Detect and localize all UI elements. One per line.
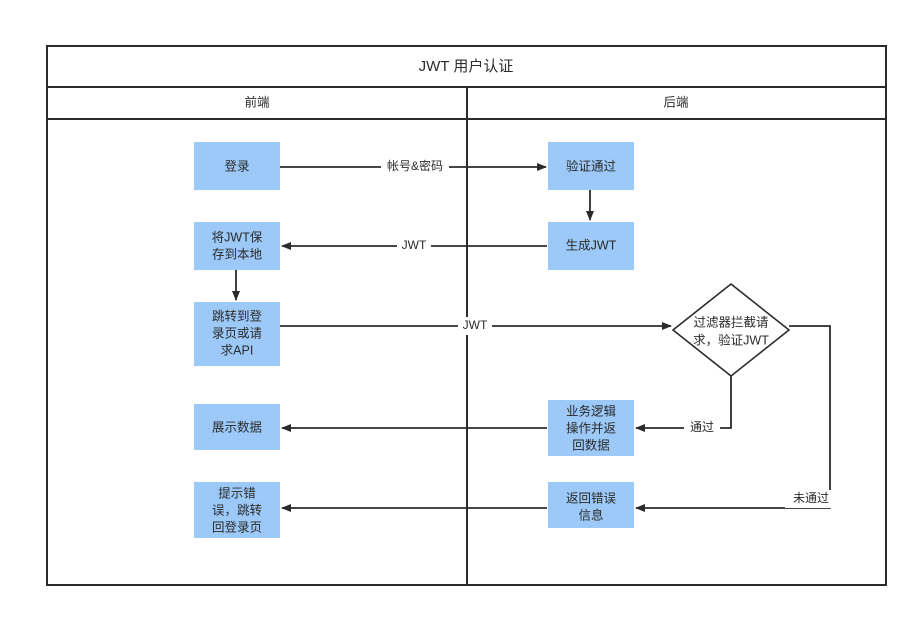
edge-label-jwt-request: JWT bbox=[463, 318, 488, 332]
edge-label-pass: 通过 bbox=[690, 420, 714, 434]
node-save-jwt[interactable]: 将JWT保 存到本地 bbox=[194, 222, 280, 270]
node-return-error-label-line2: 信息 bbox=[578, 507, 603, 522]
edge-label-jwt-return: JWT bbox=[402, 238, 427, 252]
node-goto-page-label-line1: 跳转到登 bbox=[212, 308, 263, 323]
edge-filter-to-returnerror: 未通过 bbox=[635, 325, 837, 512]
node-show-error-label-line1: 提示错 bbox=[218, 485, 256, 500]
edge-label-fail: 未通过 bbox=[793, 491, 829, 505]
node-gen-jwt-label: 生成JWT bbox=[566, 238, 617, 252]
node-save-jwt-label-line1: 将JWT保 bbox=[212, 230, 263, 244]
node-login-label: 登录 bbox=[224, 158, 249, 173]
lane-header-frontend: 前端 bbox=[244, 94, 269, 109]
node-login[interactable]: 登录 bbox=[194, 142, 280, 190]
node-show-data-label: 展示数据 bbox=[212, 419, 262, 434]
node-goto-page[interactable]: 跳转到登 录页或请 求API bbox=[194, 302, 280, 366]
node-filter-check[interactable]: 过滤器拦截请 求，验证JWT bbox=[671, 282, 791, 378]
node-verify-ok-label: 验证通过 bbox=[566, 158, 617, 173]
lane-header-backend: 后端 bbox=[663, 95, 688, 109]
node-biz-logic-label-line2: 操作并返 bbox=[566, 420, 616, 435]
node-goto-page-label-line2: 录页或请 bbox=[212, 326, 262, 340]
node-show-error[interactable]: 提示错 误，跳转 回登录页 bbox=[194, 482, 280, 538]
node-return-error-label-line1: 返回错误 bbox=[566, 491, 617, 505]
node-filter-check-label-line1: 过滤器拦截请 bbox=[693, 315, 768, 329]
edge-label-credentials: 帐号&密码 bbox=[387, 158, 443, 173]
edge-layer: 帐号&密码 JWT JWT bbox=[232, 158, 837, 512]
node-goto-page-label-line3: 求API bbox=[221, 343, 254, 357]
diagram-title: JWT 用户认证 bbox=[419, 58, 514, 75]
edge-login-to-verify: 帐号&密码 bbox=[280, 158, 547, 176]
edge-genjwt-to-savejwt: JWT bbox=[281, 237, 547, 255]
edge-gotopage-to-filter: JWT bbox=[280, 317, 672, 335]
node-biz-logic[interactable]: 业务逻辑 操作并返 回数据 bbox=[548, 400, 634, 456]
node-biz-logic-label-line3: 回数据 bbox=[572, 437, 610, 452]
node-filter-check-label-line2: 求，验证JWT bbox=[693, 332, 769, 347]
node-show-error-label-line2: 误，跳转 bbox=[212, 502, 262, 517]
node-show-error-label-line3: 回登录页 bbox=[212, 519, 262, 534]
edge-filter-to-bizlogic: 通过 bbox=[635, 376, 732, 437]
node-return-error[interactable]: 返回错误 信息 bbox=[548, 482, 634, 528]
node-save-jwt-label-line2: 存到本地 bbox=[212, 247, 263, 261]
node-show-data[interactable]: 展示数据 bbox=[194, 404, 280, 450]
node-biz-logic-label-line1: 业务逻辑 bbox=[566, 403, 616, 418]
swimlane-frame bbox=[46, 45, 887, 586]
node-gen-jwt[interactable]: 生成JWT bbox=[548, 222, 634, 270]
node-verify-ok[interactable]: 验证通过 bbox=[548, 142, 634, 190]
